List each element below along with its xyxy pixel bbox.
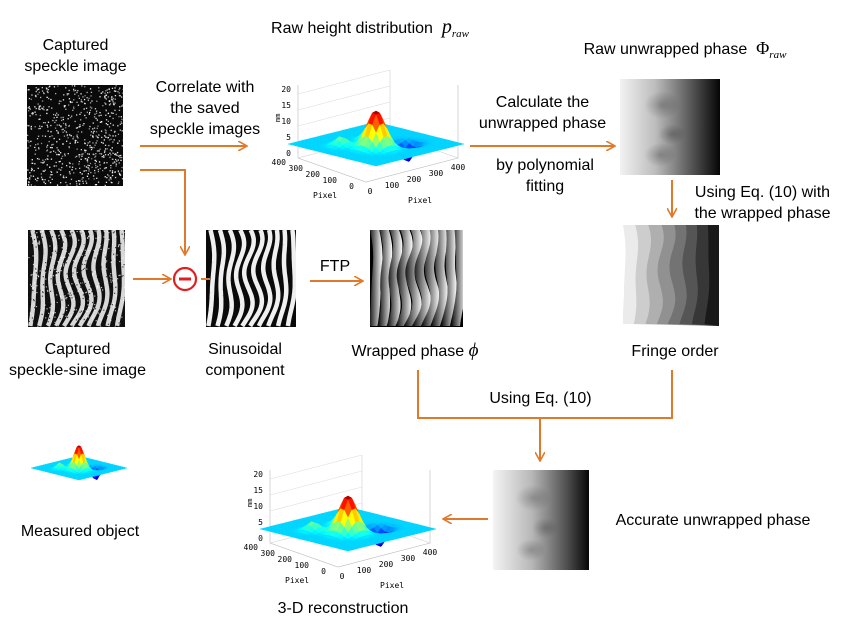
using-eq10-label: Using Eq. (10) — [489, 390, 592, 407]
arrow-merge — [417, 370, 673, 419]
x-tick-label: 300 — [261, 549, 276, 558]
raw-unwrapped-title: Raw unwrapped phase Φraw — [583, 38, 787, 61]
fringe-order-image — [623, 225, 719, 326]
x-tick-label: 200 — [306, 170, 321, 179]
reconstruction-label: 3-D reconstruction — [277, 600, 409, 617]
z-tick-label: 10 — [281, 117, 291, 126]
x-tick-label: 100 — [323, 176, 338, 185]
x-tick-label: 200 — [278, 555, 293, 564]
z-tick-label: 5 — [286, 133, 291, 142]
raw-unwrapped-image — [620, 79, 720, 175]
y-tick-label: 0 — [368, 187, 373, 196]
y-tick-label: 100 — [357, 566, 372, 575]
z-axis-unit: mm — [246, 499, 254, 507]
x-axis-label: Pixel — [285, 576, 309, 585]
raw-height-title: Raw height distribution praw — [271, 16, 469, 41]
z-tick-label: 20 — [253, 470, 263, 479]
z-tick-label: 10 — [253, 502, 263, 511]
speckle-image — [27, 85, 123, 186]
x-tick-label: 0 — [321, 567, 326, 576]
subtract-icon — [172, 266, 198, 292]
measured-object-label: Measured object — [20, 523, 140, 540]
z-tick-label: 20 — [281, 85, 291, 94]
z-tick-label: 0 — [286, 149, 291, 158]
z-tick-label: 0 — [258, 534, 263, 543]
x-tick-label: 300 — [289, 164, 304, 173]
y-axis-label: Pixel — [408, 196, 432, 205]
y-tick-label: 200 — [407, 175, 422, 184]
y-tick-label: 300 — [429, 169, 444, 178]
ftp-label: FTP — [319, 258, 351, 275]
fringe-order-label: Fringe order — [631, 343, 719, 360]
z-tick-label: 5 — [258, 518, 263, 527]
x-tick-label: 400 — [272, 158, 287, 167]
y-tick-label: 100 — [385, 181, 400, 190]
accurate-unwrapped-image — [493, 470, 589, 570]
z-tick-label: 15 — [281, 101, 291, 110]
wrapped-phase-label: Wrapped phase ϕ — [351, 340, 479, 361]
accurate-unwrapped-label: Accurate unwrapped phase — [615, 512, 811, 529]
x-tick-label: 0 — [349, 182, 354, 191]
measured-object-image — [27, 428, 132, 490]
x-tick-label: 400 — [244, 543, 259, 552]
x-tick-label: 100 — [295, 561, 310, 570]
y-tick-label: 300 — [401, 554, 416, 563]
y-tick-label: 0 — [340, 572, 345, 581]
y-tick-label: 400 — [423, 548, 438, 557]
z-axis-unit: mm — [274, 114, 282, 122]
speckle-sine-image — [28, 230, 125, 327]
y-tick-label: 200 — [379, 560, 394, 569]
sinusoidal-image — [206, 230, 296, 327]
wrapped-phase-image — [370, 230, 463, 327]
y-axis-label: Pixel — [380, 581, 404, 590]
arrow-speckle-to-subtract — [140, 169, 185, 254]
x-axis-label: Pixel — [313, 191, 337, 200]
y-tick-label: 400 — [451, 163, 466, 172]
z-tick-label: 15 — [253, 486, 263, 495]
